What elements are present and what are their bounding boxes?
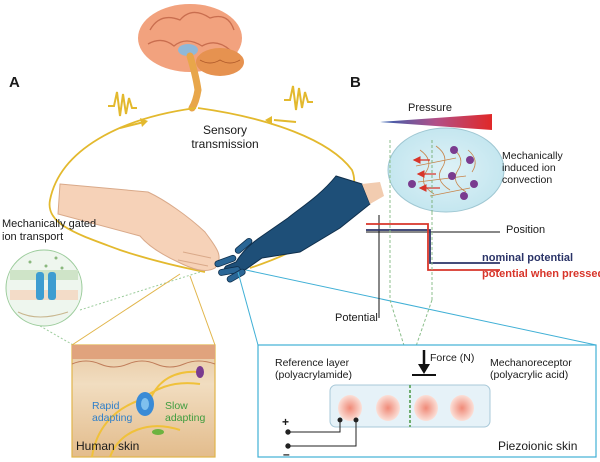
- impulse-icon-right: [284, 85, 313, 111]
- mechanoreceptor-line-1: Mechanoreceptor: [490, 357, 572, 369]
- piezoionic-device: [329, 350, 491, 428]
- human-skin-label: Human skin: [76, 439, 140, 453]
- mechanically-gated-line-2: ion transport: [2, 230, 64, 243]
- rapid-adapting-line-1: Rapid: [92, 400, 120, 412]
- pressure-label: Pressure: [408, 102, 453, 114]
- mechanically-induced-line-1: Mechanically: [502, 150, 563, 162]
- pressure-gradient-bar: [380, 114, 492, 130]
- sensory-transmission-label: Sensory transmission: [180, 123, 270, 152]
- panel-label-a: A: [9, 74, 20, 91]
- nominal-potential-trace: [366, 229, 500, 264]
- impulse-icon-left: [108, 91, 137, 117]
- mechanoreceptor-label: Mechanoreceptor (polyacrylic acid): [490, 357, 572, 381]
- human-arm: [57, 183, 220, 271]
- reference-layer-line-1: Reference layer: [275, 357, 350, 369]
- pressed-potential-legend: potential when pressed: [482, 268, 600, 280]
- pressed-potential-trace: [366, 223, 500, 271]
- slow-adapting-line-1: Slow: [165, 400, 188, 412]
- reference-layer-line-2: (polyacrylamide): [275, 369, 353, 382]
- robot-fingers: [214, 237, 253, 283]
- reference-layer-label: Reference layer (polyacrylamide): [275, 357, 352, 381]
- arrow-right: [273, 119, 297, 123]
- slow-adapting-label: Slow adapting: [165, 400, 205, 424]
- panel-label-b: B: [350, 74, 361, 91]
- rapid-adapting-line-2: adapting: [92, 412, 133, 425]
- slow-adapting-line-2: adapting: [165, 412, 206, 425]
- potential-axis-label: Potential: [335, 312, 378, 324]
- rapid-adapting-label: Rapid adapting: [92, 400, 132, 424]
- electrode-leads: [285, 417, 359, 449]
- mechanically-gated-label: Mechanically gated ion transport: [2, 218, 96, 243]
- position-axis-label: Position: [506, 224, 546, 236]
- mechanically-induced-line-3: convection: [502, 174, 553, 187]
- potential-plot: [366, 215, 500, 318]
- robot-arm: [224, 175, 371, 275]
- mechanoreceptor-line-2: (polyacrylic acid): [490, 369, 569, 382]
- nominal-potential-legend: nominal potential: [482, 252, 574, 264]
- mechanically-induced-line-2: induced ion: [502, 162, 556, 175]
- human-skin-panel: [71, 344, 216, 458]
- ion-channel-inset: [5, 249, 83, 327]
- mechanically-gated-line-1: Mechanically gated: [2, 218, 97, 230]
- sensory-transmission-line-1: Sensory: [202, 123, 248, 137]
- ion-convection-bubble: [387, 127, 505, 213]
- piezoionic-skin-label: Piezoionic skin: [498, 439, 578, 453]
- arrow-left: [119, 121, 145, 129]
- plus-terminal-label: +: [282, 415, 290, 429]
- mechanically-induced-label: Mechanically induced ion convection: [502, 150, 563, 186]
- minus-terminal-label: –: [283, 447, 290, 461]
- brain-illustration: [138, 4, 244, 112]
- sensory-transmission-line-2: transmission: [191, 136, 259, 151]
- force-label: Force (N): [430, 352, 475, 364]
